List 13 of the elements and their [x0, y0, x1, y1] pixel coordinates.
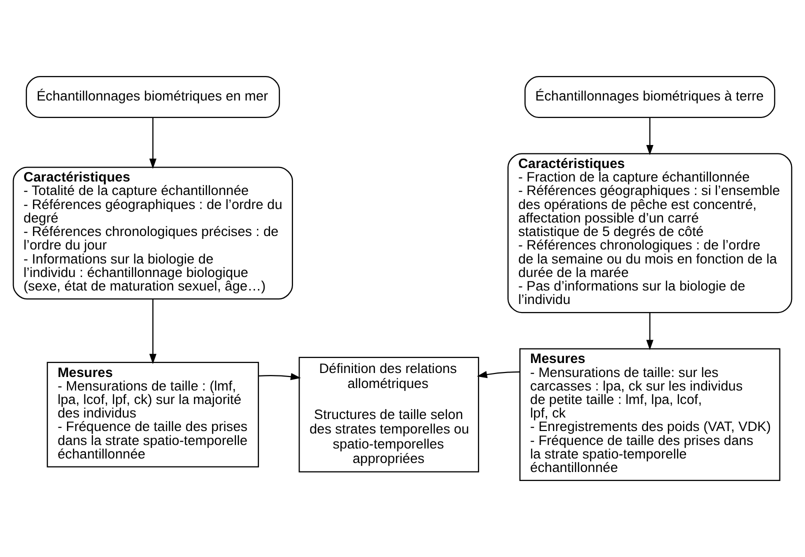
node-box: Caractéristiques - Fraction de la capture échantillonnée - Références géographiques : si l’ensemble des opérations de pêche est concentré, affectation possible d’un carré statistique de 5 degrés de côté - Références chronologiques : de l’ordre de la semaine ou du mois en fonction de la durée de la marée - Pas d’informations sur la biologie de l’individu	[507, 153, 792, 314]
arrow	[258, 373, 301, 380]
node-box: Échantillonnages biométriques à terre	[524, 76, 776, 118]
arrow	[646, 118, 654, 156]
node-box: Échantillonnages biométriques en mer	[26, 76, 280, 118]
node-box: Mesures - Mensurations de taille: sur les carcasses : lpa, ck sur les individus de petite taille : lmf, lpa, lcof, lpf, ck - Enregistrements des poids (VAT, VDK) - Fréquence de taille des prises dans la strate spatio-temporelle échantillonnée	[519, 348, 780, 482]
arrow	[149, 118, 156, 169]
node-box: Définition des relations allométriques Structures de taille selon des strates temporelles ou spatio-temporelles appropriées	[298, 356, 480, 472]
arrow	[149, 298, 156, 364]
node-box: Mesures - Mensurations de taille : (lmf, lpa, lcof, lpf, ck) sur la majorité des individus - Fréquence de taille des prises dans la strate spatio-temporelle échantillonnée	[46, 362, 259, 468]
arrow	[476, 371, 520, 378]
arrow	[646, 312, 654, 350]
node-box: Caractéristiques - Totalité de la capture échantillonnée - Références géographiques : de l’ordre du degré - Références chronologiques précises : de l’ordre du jour - Informations sur la biologie de l’individu : échantillonnage biologique (sexe, état de maturation sexuel, âge…)	[12, 166, 293, 300]
